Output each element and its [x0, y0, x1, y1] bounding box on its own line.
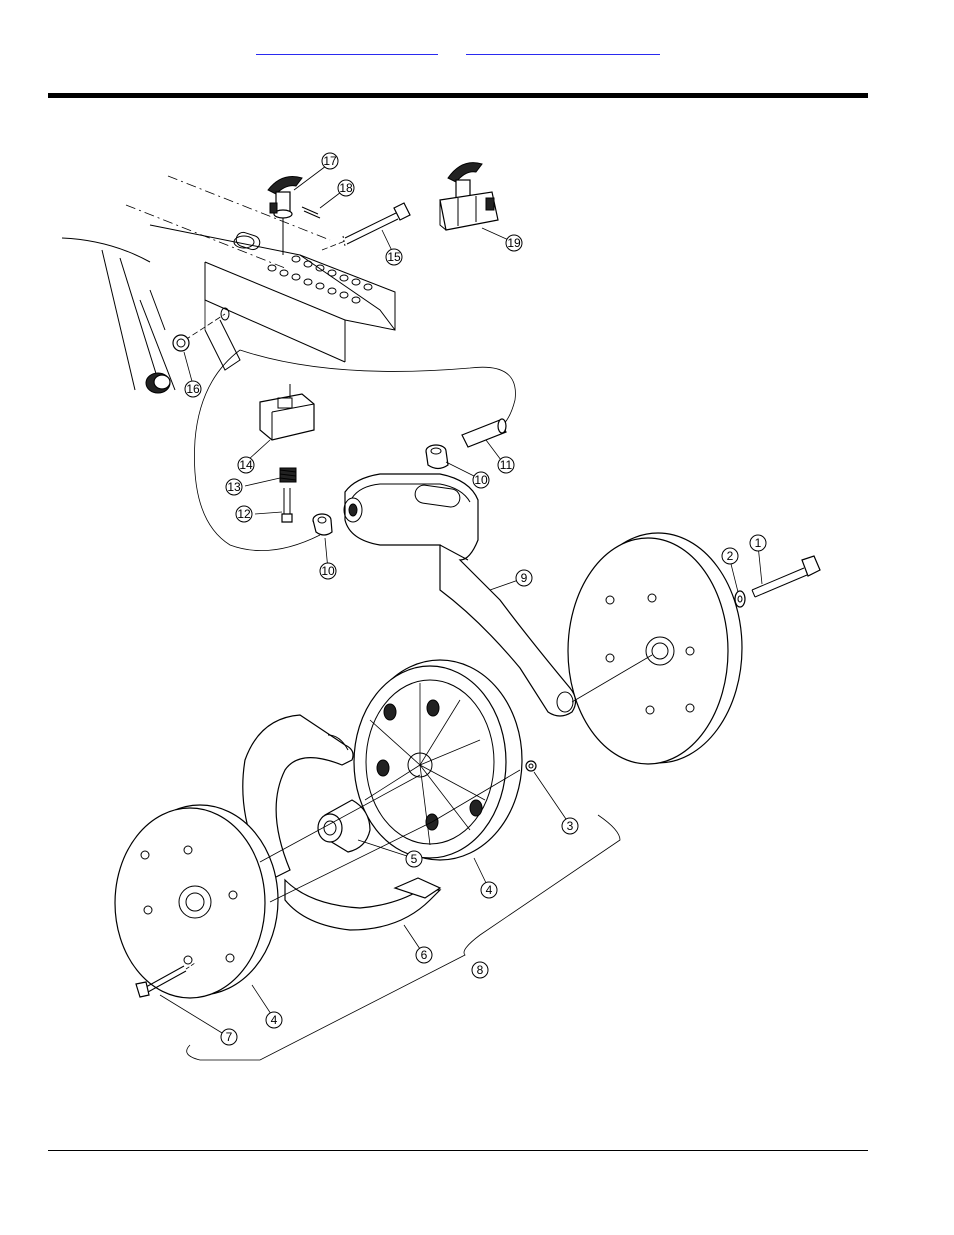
callout-8: 8 [472, 962, 488, 978]
svg-text:8: 8 [477, 963, 484, 977]
bolt-12 [282, 488, 292, 522]
callout-10-right: 10 [473, 472, 489, 488]
wheel-hub-4-upper [354, 660, 522, 860]
svg-text:2: 2 [727, 549, 734, 563]
stop-assembly-19 [440, 163, 498, 230]
svg-text:10: 10 [321, 564, 335, 578]
washer-2 [735, 591, 745, 607]
stop-block-14 [260, 384, 314, 440]
spring-13 [280, 468, 296, 482]
callout-2: 2 [722, 548, 738, 564]
svg-text:12: 12 [237, 507, 251, 521]
bushing-10-right [426, 445, 448, 469]
callout-14: 14 [238, 457, 254, 473]
callout-11: 11 [498, 457, 514, 473]
svg-text:4: 4 [486, 883, 493, 897]
svg-text:16: 16 [186, 382, 200, 396]
lock-nut-16 [173, 335, 189, 351]
svg-text:15: 15 [387, 250, 401, 264]
svg-text:6: 6 [421, 948, 428, 962]
callout-13: 13 [226, 479, 242, 495]
callout-1: 1 [750, 535, 766, 551]
svg-text:10: 10 [474, 473, 488, 487]
nut-3 [526, 761, 536, 771]
callout-3: 3 [562, 818, 578, 834]
callout-12: 12 [236, 506, 252, 522]
svg-text:17: 17 [323, 154, 337, 168]
shaft-11 [462, 419, 506, 447]
callout-5: 5 [406, 851, 422, 867]
bolt-1 [752, 556, 820, 597]
callout-7: 7 [221, 1029, 237, 1045]
callout-15: 15 [386, 249, 402, 265]
bolt-15 [322, 203, 410, 250]
svg-text:1: 1 [755, 536, 762, 550]
bushing-10-left [313, 514, 332, 535]
svg-text:7: 7 [226, 1030, 233, 1044]
svg-text:11: 11 [500, 458, 513, 472]
callout-19: 19 [506, 235, 522, 251]
svg-text:18: 18 [339, 181, 353, 195]
wheel-right [568, 533, 742, 764]
wheel-half-4-lower [115, 805, 278, 998]
svg-text:9: 9 [521, 571, 528, 585]
svg-text:13: 13 [227, 480, 241, 494]
svg-text:14: 14 [239, 458, 253, 472]
callout-4-lower: 4 [266, 1012, 282, 1028]
callout-6: 6 [416, 947, 432, 963]
callout-4-upper: 4 [481, 882, 497, 898]
svg-text:19: 19 [507, 236, 521, 250]
callout-9: 9 [516, 570, 532, 586]
pin-18 [302, 207, 320, 218]
footer-rule [48, 1150, 868, 1151]
callout-18: 18 [338, 180, 354, 196]
bushing-lower-left [146, 373, 170, 393]
tire-half-6-lower [285, 878, 440, 930]
callout-17: 17 [322, 153, 338, 169]
svg-text:4: 4 [271, 1013, 278, 1027]
svg-text:3: 3 [567, 819, 574, 833]
callout-10-left: 10 [320, 563, 336, 579]
svg-text:5: 5 [411, 852, 418, 866]
callout-16: 16 [185, 381, 201, 397]
